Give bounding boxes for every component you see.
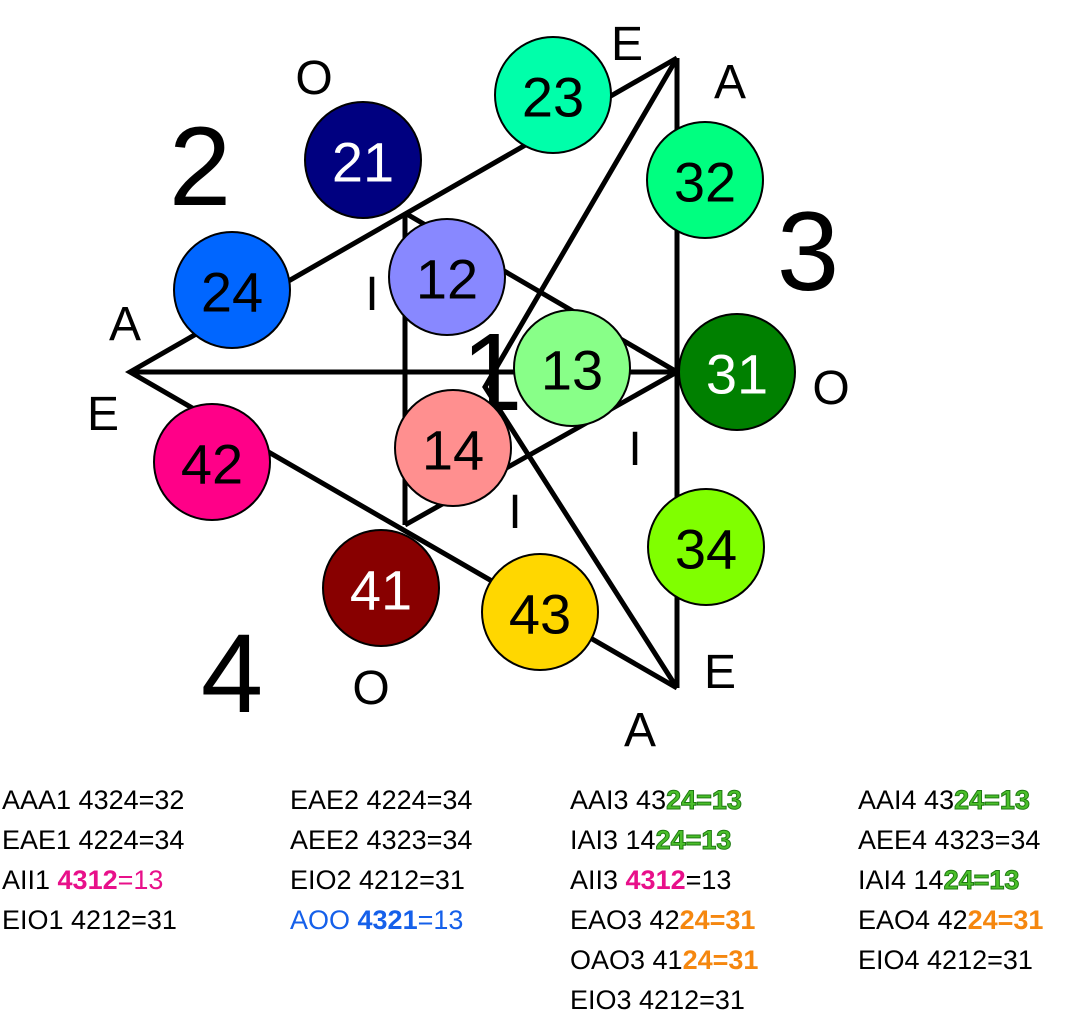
node-label: 24 <box>201 261 263 324</box>
syllogism-row: EAE2 4224=34 <box>290 785 473 815</box>
region-number-4: 4 <box>201 611 263 736</box>
node-circle <box>647 488 765 606</box>
syllogism-row: EIO3 4212=31 <box>570 985 745 1015</box>
node-label: 14 <box>422 419 484 482</box>
node-24: 24 <box>173 231 291 349</box>
node-14: 14 <box>394 389 512 507</box>
node-circle <box>394 389 512 507</box>
node-label: 12 <box>416 248 478 311</box>
node-circle <box>481 553 599 671</box>
letter-I-14: I <box>508 486 521 539</box>
region-number-3: 3 <box>777 189 839 314</box>
syllogism-diagram: 2 3 4 1 E A O A E O E A O I I I 21233224… <box>87 18 850 757</box>
node-label: 32 <box>674 151 736 214</box>
syllogism-row: AAI4 4324=13 <box>858 785 1030 816</box>
letter-O-21: O <box>295 52 332 105</box>
syllogism-row: EAO3 4224=31 <box>570 905 756 935</box>
letter-top-A: A <box>714 56 746 109</box>
node-13: 13 <box>513 309 631 427</box>
letter-left-E: E <box>87 388 119 441</box>
node-32: 32 <box>646 121 764 239</box>
syllogism-row: EAE1 4224=34 <box>2 825 185 855</box>
syllogism-row: OAO3 4124=31 <box>570 945 759 975</box>
node-21: 21 <box>304 101 422 219</box>
syllogism-row: AII1 4312=13 <box>2 865 164 895</box>
letter-right-O: O <box>812 362 849 415</box>
syllogism-row: AAA1 4324=32 <box>2 785 185 815</box>
syllogism-row: IAI4 1424=13 <box>858 865 1020 896</box>
node-circle <box>322 529 440 647</box>
syllogism-row: IAI3 1424=13 <box>570 825 732 856</box>
letter-bottom-E: E <box>704 646 736 699</box>
node-circle <box>494 36 612 154</box>
syllogism-column-2: EAE2 4224=34 AEE2 4323=34 EIO2 4212=31 A… <box>290 780 472 940</box>
syllogism-row: AOO 4321=13 <box>290 905 464 935</box>
syllogism-row: EIO2 4212=31 <box>290 865 465 895</box>
node-label: 42 <box>181 433 243 496</box>
node-circle <box>513 309 631 427</box>
syllogism-row: AAI3 4324=13 <box>570 785 742 816</box>
node-circle <box>153 403 271 521</box>
node-34: 34 <box>647 488 765 606</box>
letter-O-41: O <box>352 662 389 715</box>
node-circle <box>646 121 764 239</box>
syllogism-row: EIO1 4212=31 <box>2 905 177 935</box>
node-43: 43 <box>481 553 599 671</box>
nodes: 21 23 32 24 12 13 31 14 42 34 41 43 <box>153 36 796 671</box>
syllogism-row: AEE2 4323=34 <box>290 825 473 855</box>
syllogism-row: AEE4 4323=34 <box>858 825 1041 855</box>
letter-left-A: A <box>109 298 141 351</box>
node-circle <box>388 218 506 336</box>
node-circle <box>304 101 422 219</box>
syllogism-row: AII3 4312=13 <box>570 865 732 895</box>
node-42: 42 <box>153 403 271 521</box>
node-label: 23 <box>522 66 584 129</box>
letter-I-13: I <box>628 423 641 476</box>
region-number-2: 2 <box>169 104 231 229</box>
line-inner-wedge <box>482 56 680 690</box>
syllogism-column-4: AAI4 4324=13 AEE4 4323=34 IAI4 1424=13 E… <box>858 780 1043 980</box>
node-23: 23 <box>494 36 612 154</box>
node-circle <box>678 313 796 431</box>
letter-I-12: I <box>365 268 378 321</box>
node-12: 12 <box>388 218 506 336</box>
node-label: 34 <box>675 518 737 581</box>
letter-top-E: E <box>611 18 643 71</box>
node-31: 31 <box>678 313 796 431</box>
syllogism-row: EIO4 4212=31 <box>858 945 1033 975</box>
node-circle <box>173 231 291 349</box>
node-label: 13 <box>541 339 603 402</box>
syllogism-column-3: AAI3 4324=13 IAI3 1424=13 AII3 4312=13 E… <box>570 780 758 1020</box>
node-label: 43 <box>509 583 571 646</box>
letter-bottom-A: A <box>624 704 656 757</box>
node-label: 41 <box>350 559 412 622</box>
node-label: 21 <box>332 131 394 194</box>
syllogism-row: EAO4 4224=31 <box>858 905 1044 935</box>
node-label: 31 <box>706 343 768 406</box>
node-41: 41 <box>322 529 440 647</box>
syllogism-column-1: AAA1 4324=32 EAE1 4224=34 AII1 4312=13 E… <box>2 780 184 940</box>
